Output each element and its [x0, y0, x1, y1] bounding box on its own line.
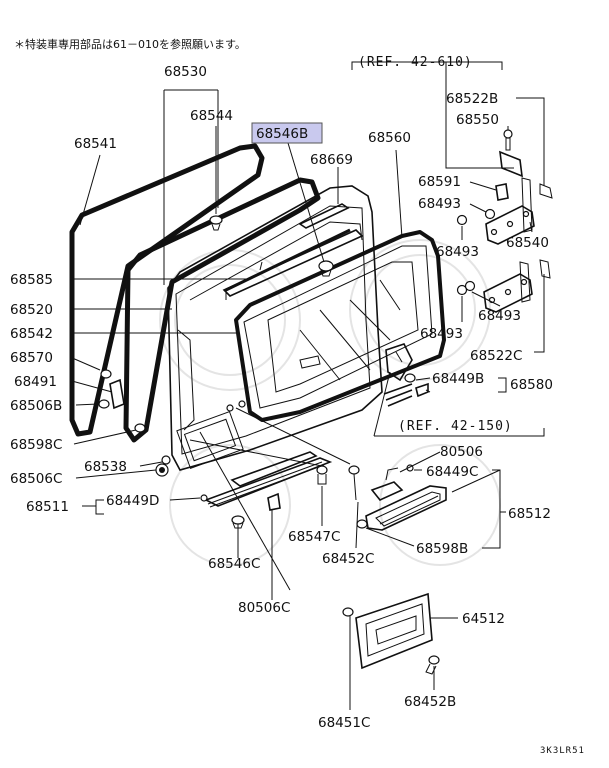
label-68546C[interactable]: 68546C [208, 556, 260, 572]
cushion-68598C [134, 423, 146, 433]
label-68449C[interactable]: 68449C [426, 464, 478, 480]
label-68542[interactable]: 68542 [10, 326, 53, 342]
bolt-68452C [348, 465, 360, 501]
label-68506C[interactable]: 68506C [10, 471, 62, 487]
label-68547C[interactable]: 68547C [288, 529, 340, 545]
rear-glass [234, 230, 446, 422]
handle-garnish-68512 [356, 485, 447, 531]
cushion-68538 [161, 455, 171, 465]
label-68511[interactable]: 68511 [26, 499, 69, 515]
label-68452B[interactable]: 68452B [404, 694, 456, 710]
label-68669[interactable]: 68669 [310, 152, 353, 168]
ref-42-610[interactable]: (REF. 42-610) [358, 55, 473, 70]
clip-68546B [318, 260, 334, 277]
label-68580[interactable]: 68580 [510, 377, 553, 393]
label-68520[interactable]: 68520 [10, 302, 53, 318]
label-68530[interactable]: 68530 [164, 64, 207, 80]
label-68598C[interactable]: 68598C [10, 437, 62, 453]
clip-80506C [267, 492, 281, 511]
handle-bracket-80506 [370, 464, 414, 501]
bolt-68452B [425, 655, 440, 675]
label-68449D[interactable]: 68449D [106, 493, 159, 509]
label-68598B[interactable]: 68598B [416, 541, 468, 557]
label-68570[interactable]: 68570 [10, 350, 53, 366]
label-68493-b[interactable]: 68493 [436, 244, 479, 260]
label-68591[interactable]: 68591 [418, 174, 461, 190]
glass-trim [222, 203, 364, 297]
special-parts-note: ＊特装車専用部品は61－010を参照願います。 [14, 37, 246, 51]
label-68491[interactable]: 68491 [14, 374, 57, 390]
diagram-code: 3K3LR51 [540, 746, 585, 756]
label-68493-a[interactable]: 68493 [418, 196, 461, 212]
label-68560[interactable]: 68560 [368, 130, 411, 146]
label-68493-d[interactable]: 68493 [420, 326, 463, 342]
stopper-68491 [109, 378, 125, 410]
cover-64512 [342, 592, 433, 670]
label-68522B[interactable]: 68522B [446, 91, 498, 107]
weatherstrip-outer [69, 143, 265, 437]
label-68452C[interactable]: 68452C [322, 551, 374, 567]
weatherstrip-inner [123, 177, 321, 443]
leader-lines [69, 61, 545, 710]
hinge-plate-68591 [495, 183, 509, 201]
small-parts-left [98, 369, 171, 477]
bolt-68547C [316, 465, 328, 485]
bumper-68506B [98, 399, 110, 409]
lower-garnish-68511 [200, 451, 333, 508]
label-80506[interactable]: 80506 [440, 444, 483, 460]
hinge-lower [483, 259, 551, 313]
bolts-68493 [456, 208, 496, 296]
label-68550[interactable]: 68550 [456, 112, 499, 128]
label-68512[interactable]: 68512 [508, 506, 551, 522]
part-labels: (REF. 42-610) (REF. 42-150) 68530 68544 … [10, 55, 553, 731]
label-68541[interactable]: 68541 [74, 136, 117, 152]
label-68538[interactable]: 68538 [84, 459, 127, 475]
label-68449B[interactable]: 68449B [432, 371, 484, 387]
label-68506B[interactable]: 68506B [10, 398, 62, 414]
clip-68544 [209, 215, 223, 231]
label-68544[interactable]: 68544 [190, 108, 233, 124]
label-68540[interactable]: 68540 [506, 235, 549, 251]
highlight-68546B [251, 122, 323, 144]
hinge-upper-68540 [485, 177, 553, 245]
ref-42-150[interactable]: (REF. 42-150) [398, 419, 513, 434]
label-68546B[interactable]: 68546B [256, 126, 308, 142]
label-80506C[interactable]: 80506C [238, 600, 290, 616]
label-68522C[interactable]: 68522C [470, 348, 522, 364]
latch-68580 [383, 343, 429, 407]
hinge-pin-68550 [499, 129, 523, 178]
label-68585[interactable]: 68585 [10, 272, 53, 288]
label-64512[interactable]: 64512 [462, 611, 505, 627]
label-68493-c[interactable]: 68493 [478, 308, 521, 324]
label-68451C[interactable]: 68451C [318, 715, 370, 731]
bumper-68570 [100, 369, 112, 379]
